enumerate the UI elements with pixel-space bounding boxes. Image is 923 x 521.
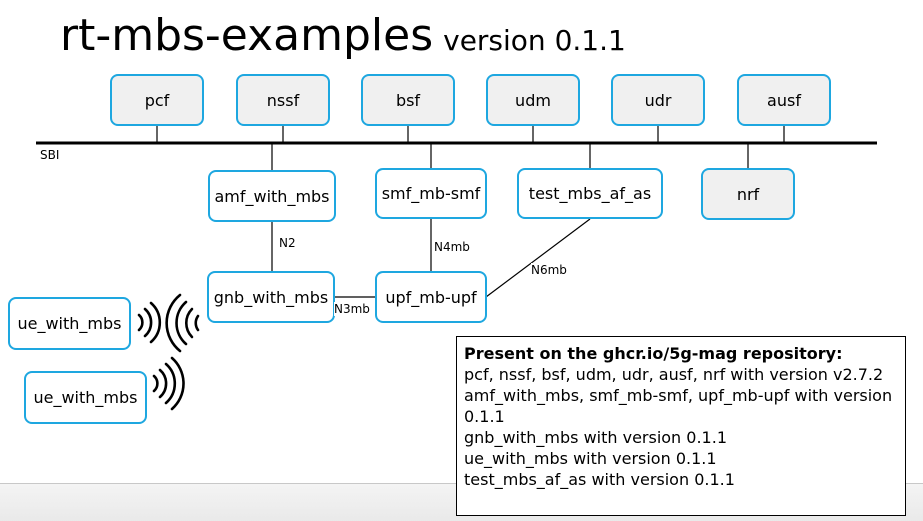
note-line: test_mbs_af_as with version 0.1.1 <box>464 470 735 489</box>
n6mb-link <box>485 218 591 298</box>
page-title: rt-mbs-examples version 0.1.1 <box>60 6 626 66</box>
title-version: version 0.1.1 <box>443 24 626 57</box>
note-line: ue_with_mbs with version 0.1.1 <box>464 449 717 468</box>
n2-label: N2 <box>279 236 296 250</box>
sbi-label: SBI <box>40 148 60 162</box>
note-line: gnb_with_mbs with version 0.1.1 <box>464 428 727 447</box>
ausf-node: ausf <box>737 74 831 126</box>
radio-waves-icon <box>137 301 162 344</box>
note-heading: Present on the ghcr.io/5g-mag repository… <box>464 344 843 363</box>
udr-node: udr <box>611 74 705 126</box>
n4mb-label: N4mb <box>434 240 470 254</box>
amf-node: amf_with_mbs <box>208 170 336 222</box>
nrf-node: nrf <box>701 168 795 220</box>
ue-node-2: ue_with_mbs <box>24 371 147 424</box>
ue-node-1: ue_with_mbs <box>8 297 131 350</box>
n6mb-label: N6mb <box>531 263 567 277</box>
note-line: pcf, nssf, bsf, udm, udr, ausf, nrf with… <box>464 365 884 384</box>
gnb-node: gnb_with_mbs <box>207 271 335 323</box>
bsf-node: bsf <box>361 74 455 126</box>
upf-node: upf_mb-upf <box>375 271 487 323</box>
n3mb-label: N3mb <box>334 302 370 316</box>
radio-waves-icon <box>152 356 185 411</box>
pcf-node: pcf <box>110 74 204 126</box>
nssf-node: nssf <box>236 74 330 126</box>
title-main: rt-mbs-examples <box>60 10 434 61</box>
test-af-node: test_mbs_af_as <box>517 168 663 219</box>
radio-waves-icon <box>165 293 200 353</box>
repository-note: Present on the ghcr.io/5g-mag repository… <box>456 336 906 516</box>
note-line: amf_with_mbs, smf_mb-smf, upf_mb-upf wit… <box>464 386 893 426</box>
smf-node: smf_mb-smf <box>375 168 487 219</box>
udm-node: udm <box>486 74 580 126</box>
